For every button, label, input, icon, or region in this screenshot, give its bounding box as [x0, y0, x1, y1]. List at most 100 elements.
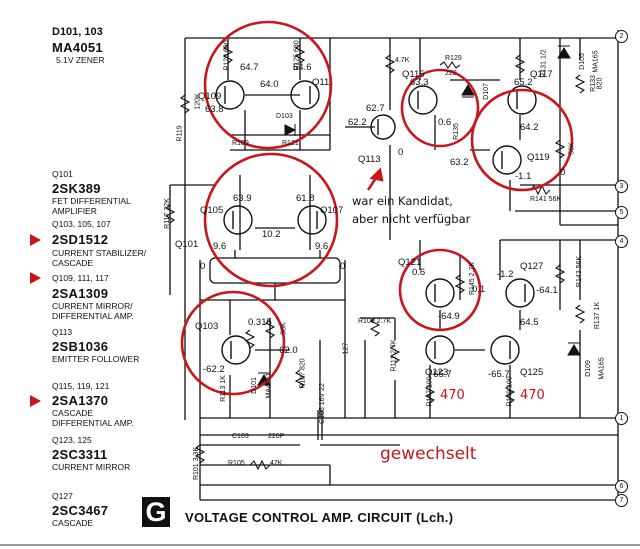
v-zero-1: 0 — [398, 147, 404, 158]
r129-label: R129 — [445, 55, 462, 62]
q101-part: 2SK389 — [52, 181, 101, 196]
q109-label: Q109 — [198, 91, 222, 102]
r220-label: 220 — [445, 70, 457, 77]
d101-desc: 5.1V ZENER — [56, 55, 105, 65]
q127-ids: Q127 — [52, 491, 73, 501]
d103-label: D103 — [276, 113, 293, 120]
note-changed: gewechselt — [380, 444, 477, 464]
red-arrow-2sd1512 — [30, 234, 41, 246]
v-zero-4: 0 — [560, 167, 566, 178]
r119-label: R119 — [176, 125, 184, 142]
v-64-7: 64.7 — [240, 62, 259, 73]
terminal-5: 5 — [615, 206, 628, 219]
v-10-2: 10.2 — [262, 229, 281, 240]
d109-label: D109 — [584, 360, 592, 377]
d105-label: D105 — [578, 53, 586, 70]
q115-part: 2SA1370 — [52, 393, 109, 408]
v-0-6b: 0.6 — [412, 267, 426, 278]
d101-part-label: MA4051 — [265, 372, 273, 399]
d105-part-label: MA165 — [592, 50, 600, 73]
r4k7-label: 4.7K — [395, 57, 410, 64]
v-62-7: 62.7 — [366, 103, 385, 114]
terminal-3: 3 — [615, 180, 628, 193]
r117-label: R117 22K — [163, 198, 171, 229]
q127-label: Q127 — [520, 261, 544, 272]
r145-label: R145 2.7K — [469, 261, 477, 296]
q115-label: Q115 — [402, 69, 425, 80]
r113-label: R113 1K — [219, 375, 227, 402]
q103-part: 2SD1512 — [52, 232, 109, 247]
v-64-0: 64.0 — [260, 79, 279, 90]
r101-label: R101 3.3K — [193, 446, 201, 481]
q123-ids: Q123, 125 — [52, 435, 92, 445]
r121-label: R121 — [282, 140, 299, 147]
v-9-6a: 9.6 — [213, 241, 227, 252]
c127-label: 127 — [342, 342, 350, 355]
v-zero-2: 0 — [200, 261, 206, 272]
q119-label: Q119 — [527, 152, 550, 163]
terminal-6: 6 — [615, 480, 628, 493]
note-candidate-line2: aber nicht verfügbar — [352, 212, 471, 226]
q127-part: 2SC3467 — [52, 503, 109, 518]
section-badge: G — [142, 497, 170, 527]
r47k-label: 47K — [270, 460, 283, 467]
d107-label: D107 — [482, 83, 490, 100]
c103-label: C103 — [232, 433, 249, 440]
q115-desc2: DIFFERENTIAL AMP. — [52, 418, 134, 428]
q111-label: Q11 — [312, 77, 330, 88]
q123-label: Q123 — [425, 367, 449, 378]
v-65-2: 65.2 — [514, 77, 533, 88]
v-0-315: 0.315 — [248, 317, 272, 328]
r149-label: R149 100 — [506, 376, 514, 407]
v-64-5: 64.5 — [520, 317, 539, 328]
v-minus-64-1: -64.1 — [536, 285, 558, 296]
terminal-2: 2 — [615, 30, 628, 43]
terminal-7: 7 — [615, 494, 628, 507]
r107-label: R107 820 — [299, 358, 307, 389]
q113-desc: EMITTER FOLLOWER — [52, 354, 140, 364]
note-candidate-line1: war ein Kandidat, — [352, 194, 453, 208]
v-63-9: 63.9 — [233, 193, 252, 204]
q109-desc2: DIFFERENTIAL AMP. — [52, 311, 134, 321]
terminal-1: 1 — [615, 412, 628, 425]
r141-label: R141 56K — [530, 196, 562, 203]
v-63-3: 63.3 — [410, 77, 429, 88]
q127-desc: CASCADE — [52, 518, 94, 528]
r105-label: R105 — [228, 460, 245, 467]
q101-label: Q101 — [175, 239, 199, 250]
q123-part: 2SC3311 — [52, 447, 108, 462]
q115-ids: Q115, 119, 121 — [52, 381, 110, 391]
v-minus-1-2: -1.2 — [497, 269, 514, 280]
q105-label: Q105 — [200, 205, 224, 216]
v-64-6: 64.6 — [293, 62, 312, 73]
r111-label: R111 2.7K — [390, 339, 398, 372]
q113-part: 2SB1036 — [52, 339, 109, 354]
r109-mid-label: R109 2.7K — [358, 318, 392, 325]
q109-part: 2SA1309 — [52, 286, 109, 301]
v-minus-65-7a: -65.7 — [430, 369, 452, 380]
r56k-b-label: 56K — [280, 322, 288, 335]
r109-top-label: R109 — [232, 140, 249, 147]
q121-label: Q121 — [398, 257, 422, 268]
q109-desc1: CURRENT MIRROR/ — [52, 301, 133, 311]
v-0-1: 0.1 — [472, 284, 486, 295]
v-minus-64-9: -64.9 — [438, 311, 460, 322]
r820-label: 820 — [596, 77, 604, 90]
v-0-6a: 0.6 — [438, 117, 452, 128]
q113-ids: Q113 — [52, 327, 73, 337]
v-63-8: 63.8 — [205, 104, 224, 115]
q103-ids: Q103, 105, 107 — [52, 219, 111, 229]
q103-desc2: CASCADE — [52, 258, 94, 268]
v-minus-62-2: -62.2 — [203, 364, 225, 375]
v-minus-65-7b: -65.7 — [488, 369, 510, 380]
q101-desc2: AMPLIFIER — [52, 206, 97, 216]
q113-label: Q113 — [358, 154, 381, 165]
v-63-2: 63.2 — [450, 157, 469, 168]
c220p-label: 220P — [268, 433, 285, 440]
q117-label: Q117 — [530, 69, 553, 80]
r123-label: R123 680 — [223, 40, 231, 71]
r135-label: R135 — [452, 123, 460, 140]
terminal-4: 4 — [615, 235, 628, 248]
